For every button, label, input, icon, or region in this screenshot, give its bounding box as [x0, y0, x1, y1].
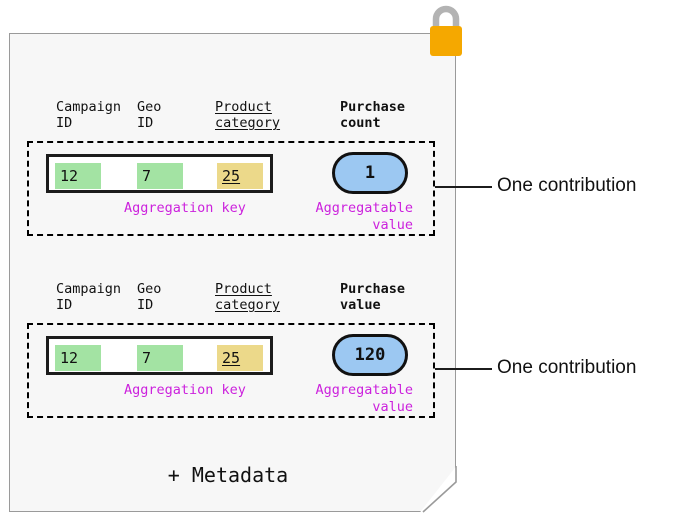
header-campaign-id-2: Campaign ID [56, 281, 122, 313]
aggregation-key-annotation-2: Aggregation key [124, 382, 246, 398]
aggregatable-value-pill-2: 120 [332, 334, 408, 376]
header-campaign-id-1: Campaign ID [56, 99, 122, 131]
header-product-category-1: Product category [215, 99, 281, 131]
header-purchase-count: Purchase count [340, 99, 406, 131]
callout-leader-line-2 [435, 368, 492, 370]
header-purchase-value: Purchase value [340, 281, 406, 313]
key-cell-campaign-2: 12 [55, 345, 101, 371]
column-headers-2: Campaign ID Geo ID Product category Purc… [27, 277, 435, 323]
key-cell-geo-1: 7 [137, 163, 183, 189]
aggregation-key-box-1: 12 7 25 [46, 154, 273, 193]
contribution-row-2: Campaign ID Geo ID Product category Purc… [27, 277, 435, 418]
column-headers-1: Campaign ID Geo ID Product category Purc… [27, 95, 435, 141]
header-product-category-2: Product category [215, 281, 281, 313]
lock-icon [430, 5, 462, 56]
callout-label-1: One contribution [497, 175, 637, 196]
aggregation-key-box-2: 12 7 25 [46, 336, 273, 375]
key-cell-product-1: 25 [217, 163, 263, 189]
aggregation-key-annotation-1: Aggregation key [124, 200, 246, 216]
metadata-label: + Metadata [167, 463, 289, 487]
callout-label-2: One contribution [497, 357, 637, 378]
contribution-boundary-1: 12 7 25 1 Aggregation key Aggregatable v… [27, 141, 435, 236]
callout-leader-line-1 [435, 186, 492, 188]
header-geo-id-1: Geo ID [137, 99, 162, 131]
aggregatable-value-annotation-2: Aggregatable value [315, 382, 413, 415]
header-geo-id-2: Geo ID [137, 281, 162, 313]
aggregatable-value-pill-1: 1 [332, 152, 408, 194]
contribution-boundary-2: 12 7 25 120 Aggregation key Aggregatable… [27, 323, 435, 418]
key-cell-geo-2: 7 [137, 345, 183, 371]
aggregatable-value-annotation-1: Aggregatable value [315, 200, 413, 233]
encrypted-report-sheet [9, 33, 456, 512]
key-cell-product-2: 25 [217, 345, 263, 371]
contribution-row-1: Campaign ID Geo ID Product category Purc… [27, 95, 435, 236]
key-cell-campaign-1: 12 [55, 163, 101, 189]
